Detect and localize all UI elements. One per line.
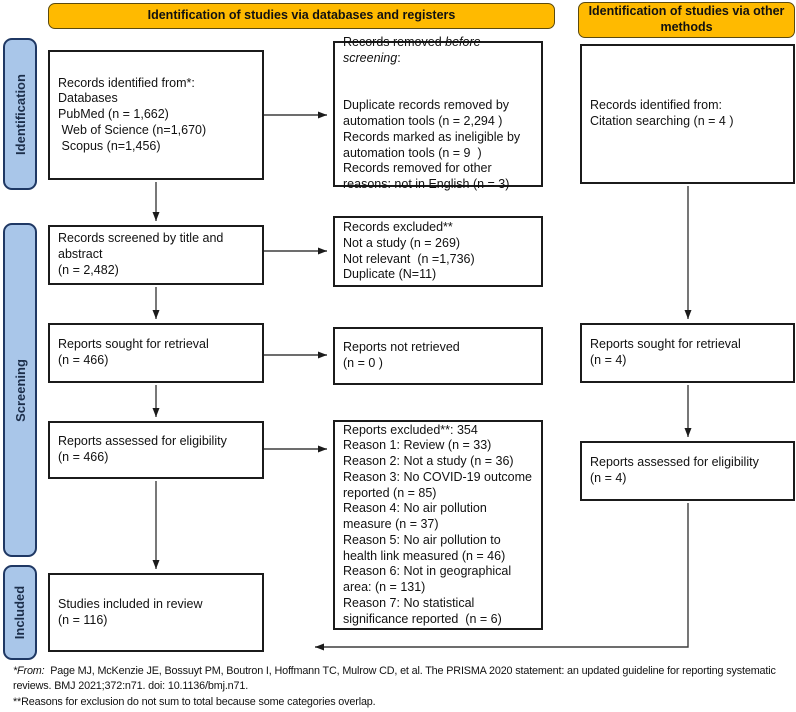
box-citation-reports-assessed: Reports assessed for eligibility (n = 4): [580, 441, 795, 501]
box-reports-not-retrieved: Reports not retrieved (n = 0 ): [333, 327, 543, 385]
records-removed-title-pre: Records removed: [343, 35, 446, 50]
header-databases-registers: Identification of studies via databases …: [48, 3, 555, 29]
box-records-excluded: Records excluded** Not a study (n = 269)…: [333, 216, 543, 287]
records-removed-text: Records removed before screening: Duplic…: [343, 4, 533, 225]
reports-not-retrieved-text: Reports not retrieved (n = 0 ): [343, 340, 460, 370]
records-excluded-text: Records excluded** Not a study (n = 269)…: [343, 220, 475, 282]
sidebar-screening: Screening: [3, 223, 37, 557]
sidebar-identification-label: Identification: [12, 73, 28, 155]
citation-reports-assessed-text: Reports assessed for eligibility (n = 4): [590, 455, 759, 485]
studies-included-text: Studies included in review (n = 116): [58, 596, 203, 627]
sidebar-included-label: Included: [12, 585, 28, 640]
footnote-from-label: *From:: [13, 665, 45, 677]
footnote-from: *From: Page MJ, McKenzie JE, Bossuyt PM,…: [13, 664, 793, 695]
sidebar-screening-label: Screening: [12, 358, 28, 422]
reports-excluded-text: Reports excluded**: 354 Reason 1: Review…: [343, 422, 532, 626]
box-reports-excluded: Reports excluded**: 354 Reason 1: Review…: [333, 420, 543, 630]
records-identified-text: Records identified from*: Databases PubM…: [58, 75, 207, 153]
records-screened-text: Records screened by title and abstract (…: [58, 231, 224, 277]
sidebar-included: Included: [3, 565, 37, 660]
box-records-identified: Records identified from*: Databases PubM…: [48, 50, 264, 180]
header-databases-registers-label: Identification of studies via databases …: [147, 8, 456, 23]
box-citation-records-identified: Records identified from: Citation search…: [580, 44, 795, 184]
box-reports-sought: Reports sought for retrieval (n = 466): [48, 323, 264, 383]
reports-sought-text: Reports sought for retrieval (n = 466): [58, 337, 209, 367]
records-removed-title: Records removed before screening:: [343, 35, 533, 67]
sidebar-identification: Identification: [3, 38, 37, 190]
header-other-methods-label: Identification of studies via other meth…: [588, 4, 785, 34]
records-removed-title-italic: before screening: [343, 35, 485, 65]
records-removed-title-post: :: [397, 51, 401, 65]
box-records-removed: Records removed before screening: Duplic…: [333, 35, 543, 191]
box-records-screened: Records screened by title and abstract (…: [48, 225, 264, 285]
box-reports-assessed: Reports assessed for eligibility (n = 46…: [48, 421, 264, 479]
records-removed-items: Duplicate records removed by automation …: [343, 98, 521, 191]
header-other-methods: Identification of studies via other meth…: [578, 2, 795, 38]
box-citation-reports-sought: Reports sought for retrieval (n = 4): [580, 323, 795, 383]
citation-reports-sought-text: Reports sought for retrieval (n = 4): [590, 337, 741, 367]
citation-records-identified-text: Records identified from: Citation search…: [590, 98, 734, 128]
box-studies-included: Studies included in review (n = 116): [48, 573, 264, 652]
reports-assessed-text: Reports assessed for eligibility (n = 46…: [58, 434, 227, 464]
footnotes: *From: Page MJ, McKenzie JE, Bossuyt PM,…: [13, 664, 793, 710]
footnote-from-text: Page MJ, McKenzie JE, Bossuyt PM, Boutro…: [13, 665, 779, 693]
footnote-reasons: **Reasons for exclusion do not sum to to…: [13, 695, 376, 708]
